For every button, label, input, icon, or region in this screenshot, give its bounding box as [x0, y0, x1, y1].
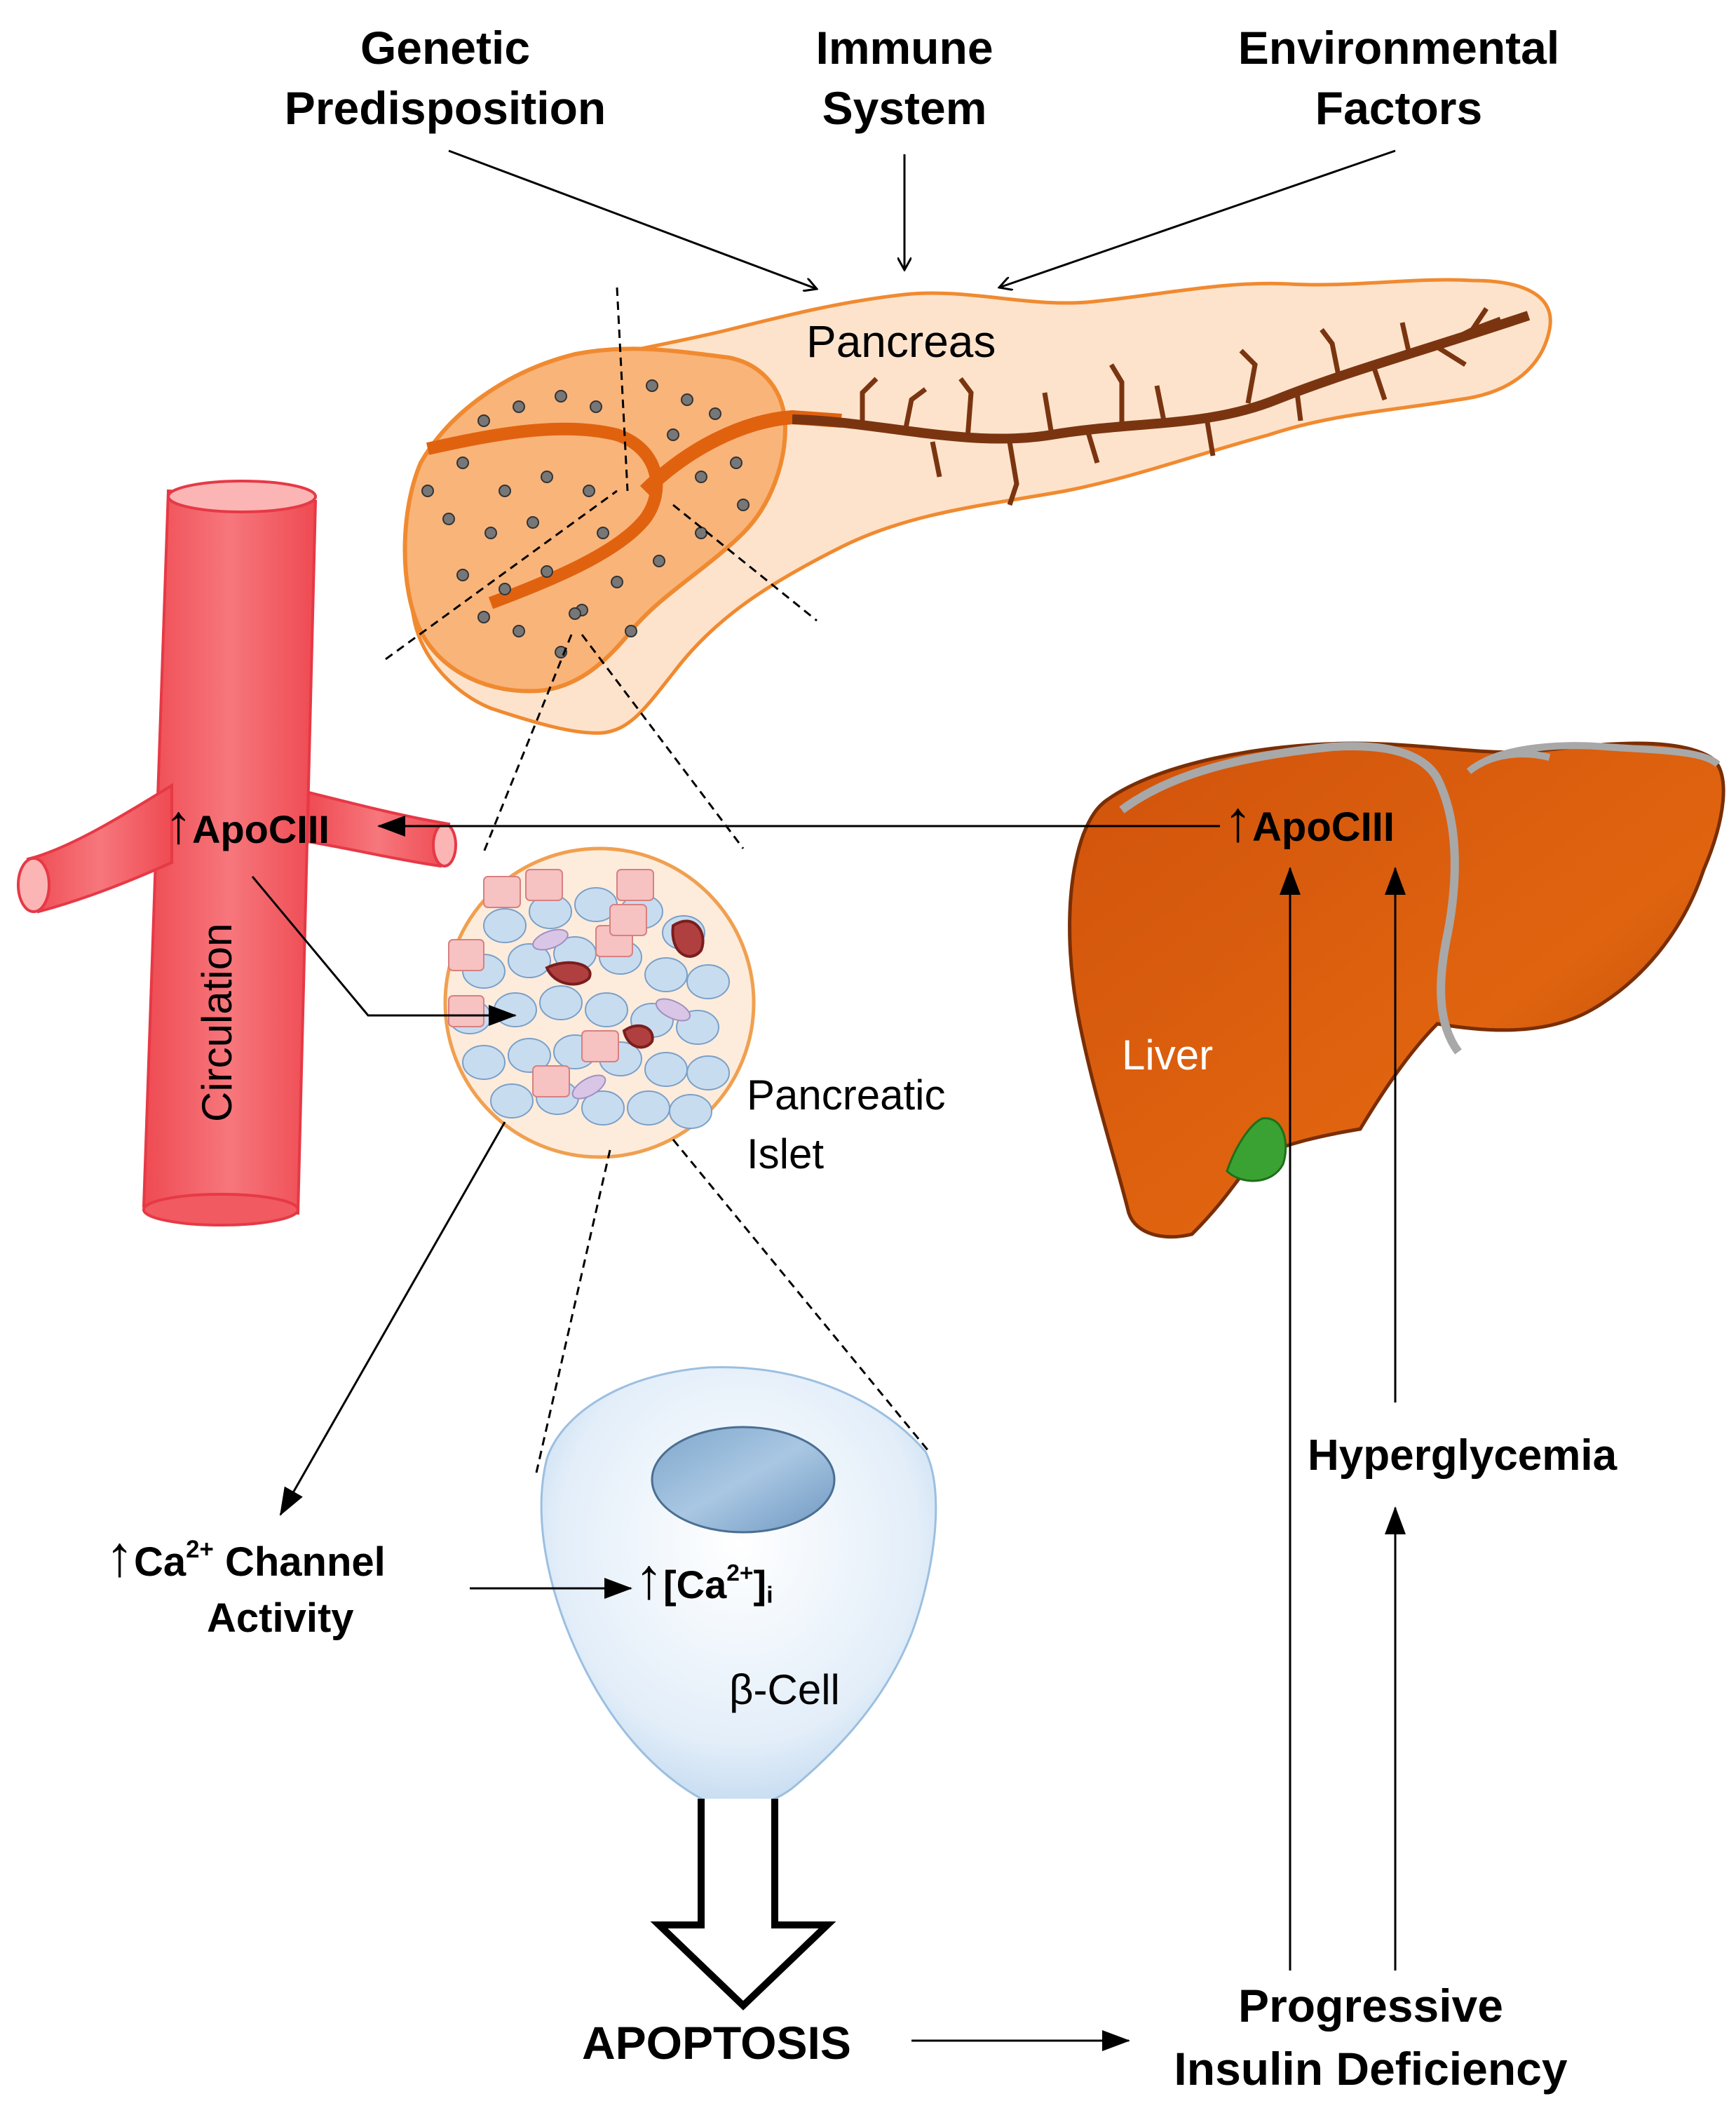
- factor-genetic-line2: Predisposition: [284, 82, 606, 134]
- circulation-label: Circulation: [193, 924, 241, 1122]
- factor-environmental-line1: Environmental: [1237, 22, 1560, 74]
- factor-genetic-label: Genetic Predisposition: [285, 18, 606, 138]
- islet-line2: Islet: [747, 1130, 825, 1177]
- intracellular-subscript: i: [766, 1582, 773, 1609]
- flow-arrows: [251, 816, 1406, 2051]
- hyperglycemia-label: Hyperglycemia: [1308, 1431, 1618, 1480]
- channel-text: Channel: [224, 1539, 386, 1585]
- bracket-ca-charge: 2+: [726, 1560, 754, 1586]
- progressive-line2: Insulin Deficiency: [1174, 2043, 1568, 2095]
- ca-channel-line2: Activity: [207, 1595, 354, 1641]
- zoom-lines: [482, 634, 930, 1473]
- up-arrow-icon: ↑: [165, 793, 192, 855]
- beta-cell-label: β-Cell: [729, 1666, 840, 1713]
- ca-charge: 2+: [186, 1535, 214, 1563]
- up-arrow-icon: ↑: [1223, 790, 1252, 853]
- apoptosis-hollow-arrow: [650, 1799, 836, 2011]
- islet-label: Pancreatic Islet: [747, 1066, 945, 1184]
- bracket-close-text: ]: [753, 1562, 767, 1607]
- pancreas-illustration: [385, 278, 1552, 735]
- beta-cell: [540, 1366, 937, 1809]
- liver-label: Liver: [1122, 1032, 1214, 1079]
- factor-immune-line2: System: [822, 82, 987, 134]
- pancreas-label: Pancreas: [806, 316, 996, 367]
- progressive-insulin-deficiency: Progressive Insulin Deficiency: [1174, 1974, 1567, 2100]
- ca-text: Ca: [134, 1539, 187, 1585]
- up-arrow-icon: ↑: [635, 1547, 663, 1611]
- progressive-line1: Progressive: [1238, 1980, 1503, 2032]
- circulation-apociii: ↑ApoCIII: [165, 792, 330, 856]
- circulation-text: Circulation: [194, 923, 240, 1122]
- pancreatic-islet: [443, 846, 756, 1159]
- apoptosis-label: APOPTOSIS: [582, 2017, 851, 2069]
- factor-environmental-label: Environmental Factors: [1238, 18, 1559, 138]
- factor-immune-label: Immune System: [815, 18, 993, 138]
- islet-line1: Pancreatic: [747, 1072, 946, 1119]
- factor-immune-line1: Immune: [815, 22, 994, 74]
- intracellular-calcium: ↑[Ca2+]i: [635, 1546, 773, 1612]
- liver-illustration: [1068, 741, 1725, 1239]
- ca-channel-activity: ↑Ca2+ Channel Activity: [105, 1528, 386, 1647]
- up-arrow-icon: ↑: [105, 1525, 134, 1588]
- bracket-ca-text: [Ca: [663, 1562, 727, 1607]
- ca-channel-line1: ↑Ca2+ Channel: [105, 1528, 386, 1590]
- factor-arrows: [448, 149, 1396, 289]
- liver-apociii: ↑ApoCIII: [1223, 789, 1395, 855]
- factor-environmental-line2: Factors: [1315, 82, 1483, 134]
- islet-dots: [421, 379, 750, 658]
- circulation-apociii-text: ApoCIII: [192, 807, 330, 851]
- liver-apociii-text: ApoCIII: [1252, 804, 1395, 850]
- factor-genetic-line1: Genetic: [360, 22, 531, 74]
